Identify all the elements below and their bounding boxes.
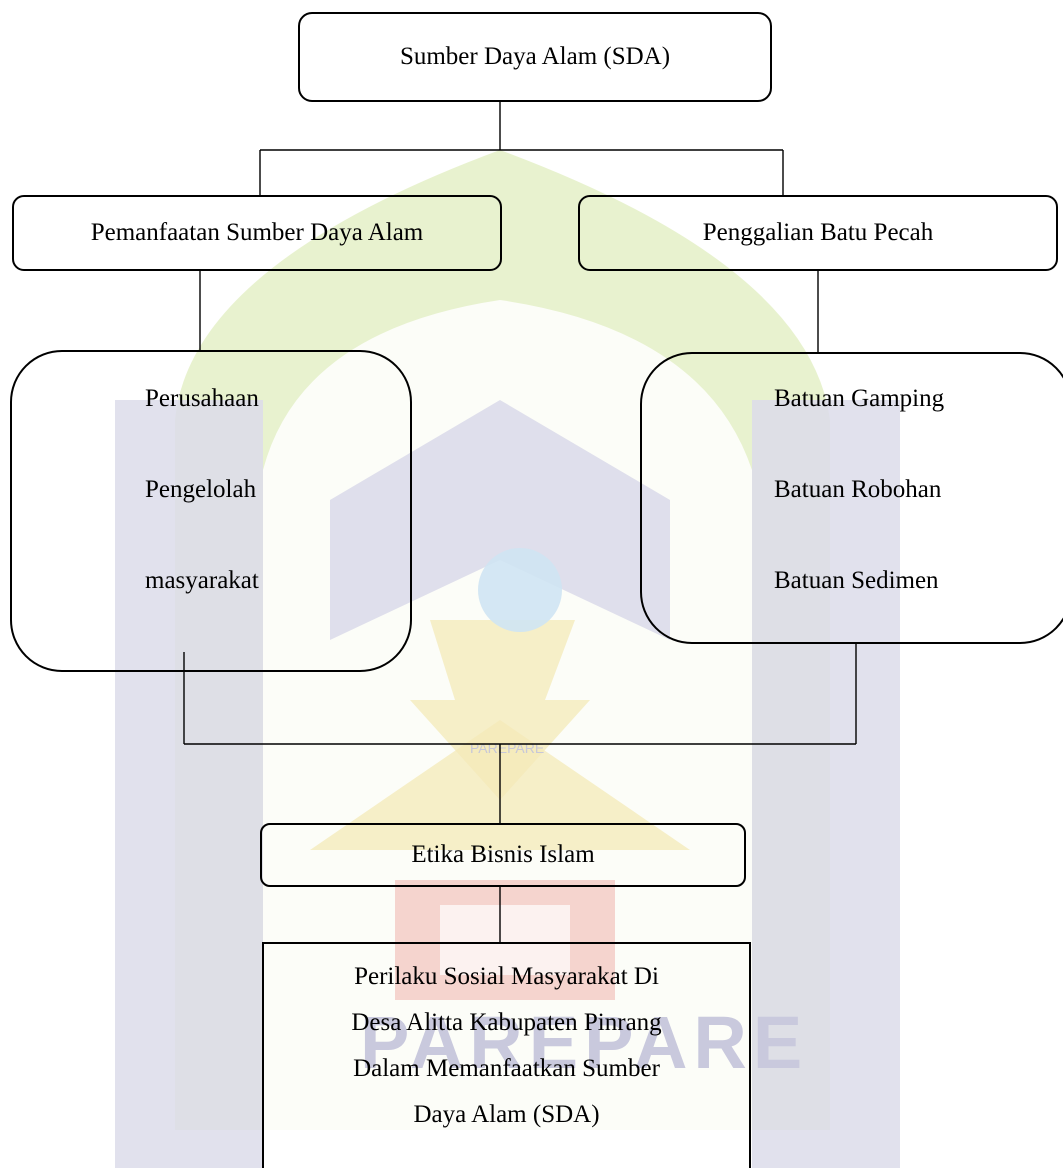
right-group-item: Batuan Sedimen [774,567,939,594]
watermark-left-pillar [115,400,263,1168]
outcome-line: Desa Alitta Kabupaten Pinrang [351,1009,662,1036]
root-node: Sumber Daya Alam (SDA) [298,12,772,102]
outcome-line: Perilaku Sosial Masyarakat Di [354,963,659,990]
left-group-item: Perusahaan [145,385,259,412]
framework-node: Etika Bisnis Islam [260,823,746,887]
left-group-item: masyarakat [145,567,259,594]
outcome-line: Daya Alam (SDA) [413,1101,600,1128]
watermark-text: PAREPARE [360,1001,809,1084]
branch-node-label: Penggalian Batu Pecah [702,219,934,246]
branch-node-penggalian: Penggalian Batu Pecah [578,195,1058,271]
right-group-item: Batuan Gamping [774,385,945,412]
left-group-node: Perusahaan Pengelolah masyarakat [10,350,412,672]
right-group-node: Batuan Gamping Batuan Robohan Batuan Sed… [640,352,1063,644]
watermark-red-notch [440,905,570,975]
right-group-item: Batuan Robohan [774,476,942,503]
left-group-item: Pengelolah [145,476,257,503]
watermark-yellow-cross [410,620,590,800]
watermark-book-shape [330,400,670,640]
branch-node-pemanfaatan: Pemanfaatan Sumber Daya Alam [12,195,502,271]
root-node-label: Sumber Daya Alam (SDA) [399,43,671,70]
framework-node-label: Etika Bisnis Islam [411,841,595,868]
watermark-globe [478,548,562,632]
outcome-line: Dalam Memanfaatkan Sumber [353,1055,660,1082]
outcome-node: Perilaku Sosial Masyarakat Di Desa Alitt… [262,942,751,1168]
branch-node-label: Pemanfaatan Sumber Daya Alam [90,219,424,246]
watermark-right-pillar [752,400,900,1168]
